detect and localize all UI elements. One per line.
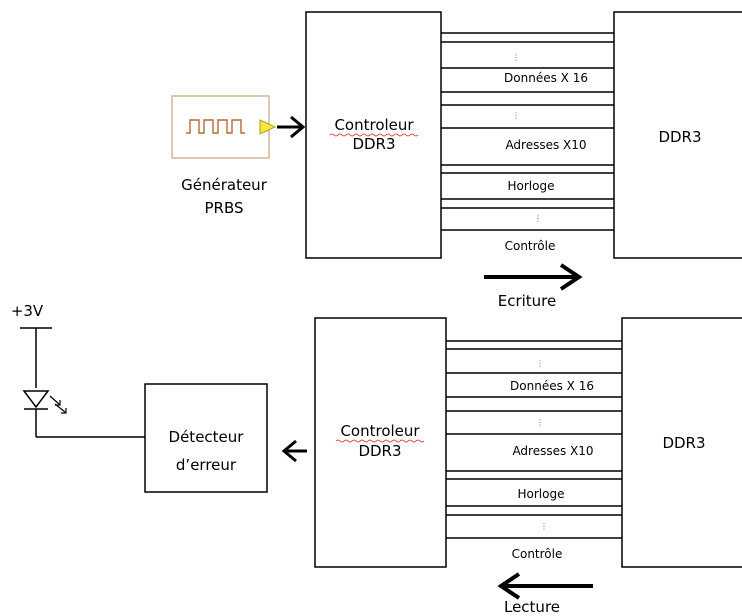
led-icon <box>22 390 67 414</box>
output-port-icon <box>259 119 277 135</box>
bus-label-clock: Horloge <box>508 179 555 193</box>
memory-block <box>613 11 742 259</box>
controller-label-line1: Controleur <box>340 422 420 440</box>
bus-label-control: Contrôle <box>505 239 556 253</box>
error-detector-block <box>144 383 268 493</box>
bus-dots: ⋮ <box>536 418 544 427</box>
square-wave-icon <box>186 119 245 134</box>
memory-label: DDR3 <box>658 128 701 146</box>
read-direction-label: Lecture <box>504 598 560 616</box>
read-direction-arrow <box>497 572 593 600</box>
controller-label-line1: Controleur <box>334 116 414 134</box>
bus-label-control: Contrôle <box>512 547 563 561</box>
supply-label: +3V <box>11 302 44 320</box>
bus-lines <box>446 340 622 539</box>
prbs-generator: Générateur PRBS <box>171 95 277 217</box>
controller-label-line2: DDR3 <box>352 135 395 153</box>
bus-label-address: Adresses X10 <box>512 444 593 458</box>
read-section: +3V Détecteur d’erreur Controleur DDR3 D <box>11 302 742 616</box>
write-direction-label: Ecriture <box>498 292 557 310</box>
bus-lines <box>441 32 614 231</box>
error-detector-label-line2: d’erreur <box>176 456 237 474</box>
prbs-generator-label-line2: PRBS <box>204 199 243 217</box>
spellcheck-squiggle <box>335 439 425 443</box>
spellcheck-squiggle <box>329 133 419 137</box>
error-detector-label-line1: Détecteur <box>169 428 245 446</box>
memory-label: DDR3 <box>662 434 705 452</box>
prbs-generator-label-line1: Générateur <box>181 176 268 194</box>
bus-dots: ⋮ <box>536 359 544 368</box>
output-arrow <box>281 439 307 463</box>
write-section: Générateur PRBS Controleur DDR3 DDR3 <box>171 11 742 310</box>
bus-dots: ⋮ <box>512 53 520 62</box>
bus-label-data: Données X 16 <box>510 379 594 393</box>
bus-label-clock: Horloge <box>518 487 565 501</box>
bus-dots: ⋮ <box>512 111 520 120</box>
write-direction-arrow <box>484 263 583 291</box>
bus-label-data: Données X 16 <box>504 71 588 85</box>
controller-label-line2: DDR3 <box>358 442 401 460</box>
bus-dots: ⋮ <box>534 214 542 223</box>
controller-block <box>314 317 447 568</box>
bus-label-address: Adresses X10 <box>505 138 586 152</box>
input-arrow <box>277 115 306 139</box>
memory-block <box>621 317 742 568</box>
prbs-generator-box <box>171 95 270 159</box>
bus-dots: ⋮ <box>540 522 548 531</box>
